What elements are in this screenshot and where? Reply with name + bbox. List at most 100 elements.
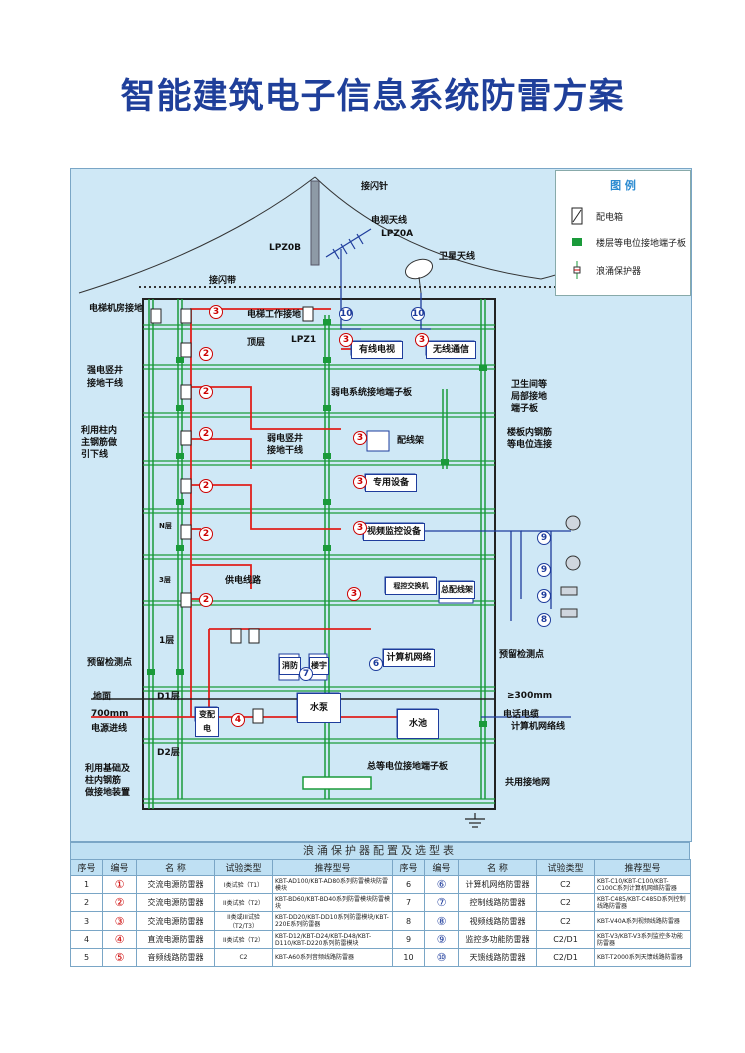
table-header: 编号 (424, 859, 459, 876)
table-cell: ④ (102, 930, 137, 949)
signal-lines (340, 289, 571, 718)
label-power-line: 供电线路 (225, 576, 262, 586)
label-main-board: 总等电位接地端子板 (367, 762, 449, 772)
table-cell: 1 (70, 875, 103, 894)
table-cell: ③ (102, 911, 137, 931)
spd-marker-3: 3 (347, 587, 361, 601)
legend-item-distribution-box: 配电箱 (562, 205, 688, 227)
table-cell: ⑥ (424, 875, 459, 894)
spd-marker-4: 4 (231, 713, 245, 727)
spd-marker-3: 3 (415, 333, 429, 347)
table-cell: 视频线路防雷器 (458, 911, 537, 931)
spd-marker-2: 2 (199, 527, 213, 541)
spd-marker-3: 3 (353, 521, 367, 535)
table-cell: ⑨ (424, 930, 459, 949)
label-power-in: 电源进线 (91, 724, 128, 734)
label-patch-frame: 配线架 (397, 436, 425, 446)
table-cell: ⑧ (424, 911, 459, 931)
spd-marker-3: 3 (209, 305, 223, 319)
table-cell: ⑩ (424, 948, 459, 967)
legend-label: 配电箱 (596, 213, 624, 223)
table-cell: ⑦ (424, 893, 459, 912)
label-tv-antenna: 电视天线 (371, 216, 408, 226)
table-cell: ⑤ (102, 948, 137, 967)
table-header: 编号 (102, 859, 137, 876)
video-monitor-box: 视频监控设备 (363, 523, 425, 541)
table-cell: 直流电源防雷器 (136, 930, 215, 949)
table-cell: ① (102, 875, 137, 894)
spd-marker-3: 3 (353, 475, 367, 489)
building-outline (142, 298, 496, 810)
surge-protector-icon (573, 261, 581, 279)
spd-marker-9: 9 (537, 563, 551, 577)
table-cell: 8 (392, 911, 425, 931)
table-cell: 4 (70, 930, 103, 949)
table-cell: C2 (536, 893, 595, 912)
ground-symbol-icon (465, 813, 485, 828)
label-elevator-work: 电梯工作接地 (247, 310, 302, 320)
label-700mm: 700mm (91, 709, 129, 719)
table-cell: 6 (392, 875, 425, 894)
label-d2: D2层 (157, 748, 180, 758)
table-cell: KBT-T2000系列天馈线路防雷器 (594, 948, 691, 967)
table-cell: 2 (70, 893, 103, 912)
label-weak-riser: 弱电竖井 接地干线 (267, 434, 304, 456)
label-third-floor: 3层 (159, 576, 171, 584)
spd-marker-2: 2 (199, 479, 213, 493)
building-box: 楼宇 (309, 657, 329, 675)
label-top-floor: 顶层 (247, 338, 266, 348)
table-header-row: 序号 编号 名 称 试验类型 推荐型号 序号 编号 名 称 试验类型 推荐型号 (70, 859, 691, 876)
main-equipotential-board (302, 776, 372, 790)
table-cell: 控制线路防雷器 (458, 893, 537, 912)
label-lightning-rod: 接闪针 (361, 182, 389, 192)
table-cell: 交流电源防雷器 (136, 875, 215, 894)
camera-icons (560, 515, 581, 618)
label-reserved-left: 预留检测点 (87, 658, 133, 668)
table-header: 名 称 (136, 859, 215, 876)
distribution-box-icons (150, 306, 314, 724)
table-cell: II类试验（T2） (214, 893, 273, 912)
spd-table: 序号 编号 名 称 试验类型 推荐型号 序号 编号 名 称 试验类型 推荐型号 … (70, 859, 691, 967)
label-bathroom: 卫生间等 局部接地 端子板 (511, 380, 548, 414)
dedicated-box: 专用设备 (365, 474, 417, 492)
table-cell: 天馈线路防雷器 (458, 948, 537, 967)
table-header: 试验类型 (536, 859, 595, 876)
wireless-box: 无线通信 (426, 341, 476, 359)
table-cell: KBT-DD20/KBT-DD10系列防雷模块/KBT-220E系列防雷器 (272, 911, 393, 931)
table-cell: II类试验（T2） (214, 930, 273, 949)
label-elevator-room: 电梯机房接地 (89, 304, 144, 314)
label-gt300: ≥300mm (507, 691, 553, 701)
floor-slabs (143, 324, 495, 804)
table-header: 序号 (70, 859, 103, 876)
table-cell: C2/D1 (536, 948, 595, 967)
table-cell: 3 (70, 911, 103, 931)
table-cell: 10 (392, 948, 425, 967)
terminal-board-icon (572, 238, 582, 246)
table-cell: 7 (392, 893, 425, 912)
label-ground: 地面 (93, 692, 112, 702)
legend-item-surge-protector: 浪涌保护器 (562, 259, 688, 281)
legend-label: 浪涌保护器 (596, 267, 642, 277)
table-cell: C2 (536, 875, 595, 894)
label-common-ground: 共用接地网 (505, 778, 551, 788)
table-cell: I类试验（T1） (214, 875, 273, 894)
lightning-rod (310, 180, 320, 266)
computer-net-box: 计算机网络 (383, 649, 435, 667)
spd-marker-9: 9 (537, 589, 551, 603)
spd-marker-3: 3 (339, 333, 353, 347)
table-cell: KBT-AD100/KBT-AD80系列防雷模块防雷模块 (272, 875, 393, 894)
label-lpz1: LPZ1 (291, 335, 317, 345)
table-cell: 计算机网络防雷器 (458, 875, 537, 894)
spd-marker-3: 3 (353, 431, 367, 445)
table-cell: 5 (70, 948, 103, 967)
table-header: 推荐型号 (594, 859, 691, 876)
spd-marker-2: 2 (199, 593, 213, 607)
tv-antenna-icon (325, 228, 372, 289)
page-title: 智能建筑电子信息系统防雷方案 (120, 76, 625, 117)
terminal-board-icons (147, 319, 487, 727)
legend-title: 图 例 (610, 179, 636, 192)
label-lpz0b: LPZ0B (269, 243, 301, 253)
legend-label: 楼层等电位接地端子板 (596, 239, 687, 249)
